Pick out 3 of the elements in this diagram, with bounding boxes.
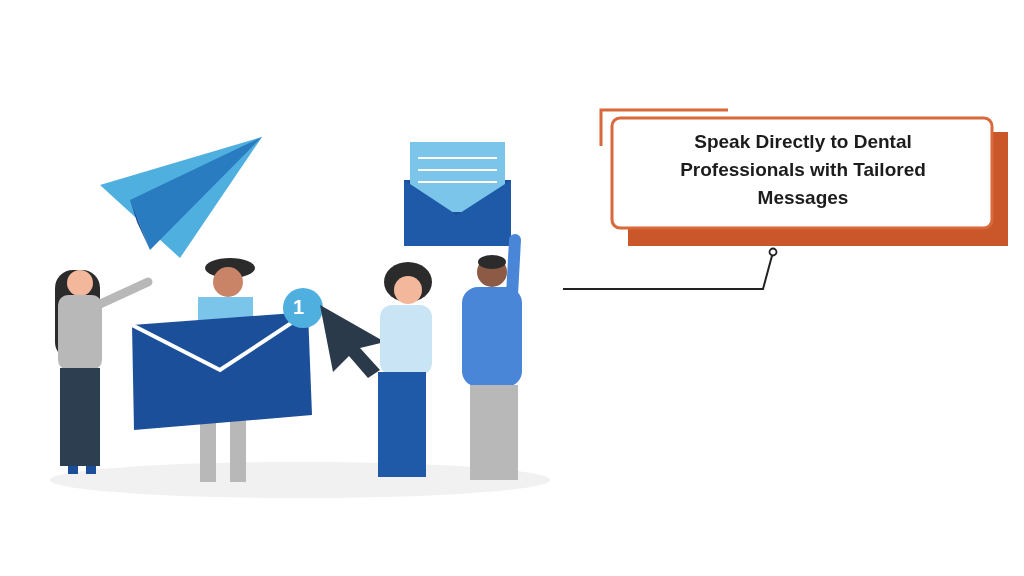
notification-count: 1	[293, 296, 305, 319]
callout-text: Speak Directly to Dental Professionals with Tailored Messages	[679, 130, 927, 210]
connector-line	[562, 247, 778, 290]
